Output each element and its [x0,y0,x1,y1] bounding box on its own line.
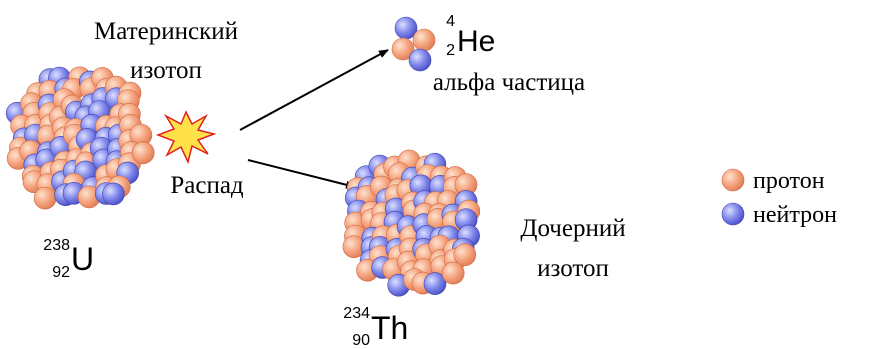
alpha-label: альфа частица [433,69,585,96]
neutron-ball [408,48,432,72]
daughter-label-line1: Дочерний [520,215,625,242]
daughter-nucleus [342,149,481,297]
parent-isotope-symbol: 238 92 U [43,237,94,281]
decay-flash-icon [155,110,217,165]
alpha-mass-number: 4 [446,13,455,30]
proton-ball [391,37,415,61]
proton-ball [33,186,57,210]
parent-label-line2: изотоп [130,57,202,84]
alpha-isotope-symbol: 4 2 He [446,13,495,59]
parent-nucleus [5,66,155,210]
daughter-label-line2: изотоп [537,255,609,282]
arrow-to-daughter [247,159,356,189]
parent-mass-number: 238 [43,237,70,254]
alpha-particle [391,16,436,72]
daughter-atomic-number: 90 [352,332,370,349]
daughter-element-symbol: Th [371,310,408,346]
alpha-atomic-number: 2 [446,42,455,59]
decay-label: Распад [170,172,244,199]
legend: протон нейтрон [721,168,837,228]
arrow-to-alpha [239,49,389,131]
legend-neutron-swatch [721,202,745,226]
parent-atomic-number: 92 [52,264,70,281]
daughter-isotope-symbol: 234 90 Th [343,305,408,349]
daughter-mass-number: 234 [343,305,370,322]
proton-ball [412,28,436,52]
legend-neutron-label: нейтрон [753,202,837,228]
neutron-ball [423,272,447,295]
legend-proton-label: протон [753,168,825,194]
legend-proton-swatch [721,168,745,192]
neutron-ball [102,182,125,206]
alpha-element-symbol: He [457,25,495,58]
parent-label-line1: Материнский [94,18,238,45]
parent-element-symbol: U [71,241,94,277]
proton-ball [453,243,477,266]
proton-ball [131,141,155,165]
proton-ball [441,261,465,285]
